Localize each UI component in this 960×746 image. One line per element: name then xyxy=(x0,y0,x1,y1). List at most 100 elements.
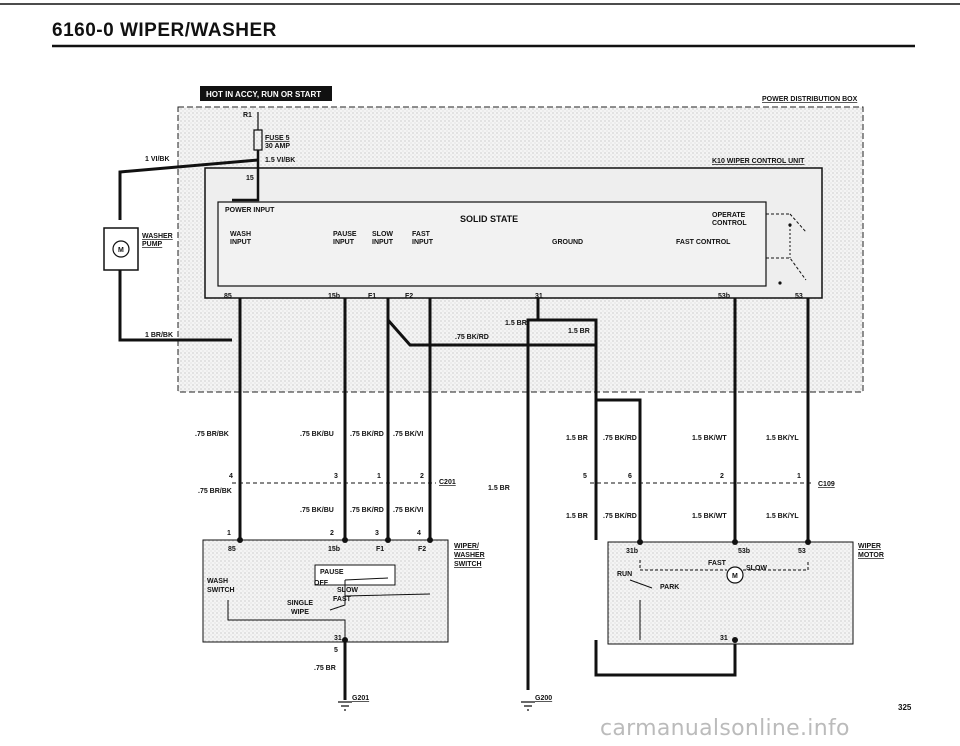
wire-label-bk-wt: 1.5 BK/WT xyxy=(692,435,727,442)
wire-label-bk-rd-2: .75 BK/RD xyxy=(350,507,384,514)
fuse-amp-label: 30 AMP xyxy=(265,143,290,150)
power-input-label: POWER INPUT xyxy=(225,207,275,214)
switch-pin-31: 31 xyxy=(334,635,342,642)
g201-label: G201 xyxy=(352,695,369,702)
wire-1-vi-bk xyxy=(118,158,259,220)
fuse-5-symbol xyxy=(253,112,263,151)
switch-pin-1: 1 xyxy=(227,530,231,537)
wire-1-br-bk xyxy=(118,270,232,342)
wash-input-label-1: WASH xyxy=(230,231,251,238)
r1-label: R1 xyxy=(243,112,252,119)
wash-switch-label-2: SWITCH xyxy=(207,587,235,594)
switch-pin-85: 85 xyxy=(228,546,236,553)
pin-15b: 15b xyxy=(328,293,340,300)
pin-f2: F2 xyxy=(405,293,413,300)
fast-relay-contact xyxy=(766,257,807,281)
page-title: 6160-0 WIPER/WASHER xyxy=(52,20,277,41)
wiper-switch-label-3: SWITCH xyxy=(454,561,482,568)
operate-control-label-1: OPERATE xyxy=(712,212,746,219)
switch-pin-4: 4 xyxy=(417,530,421,537)
switch-pin-15b: 15b xyxy=(328,546,340,553)
switch-ground-wire-label: .75 BR xyxy=(314,665,336,672)
hot-banner xyxy=(200,86,332,101)
single-wipe-label-1: SINGLE xyxy=(287,600,313,607)
wiper-switch-label-2: WASHER xyxy=(454,552,485,559)
switch-common-contact xyxy=(329,580,346,611)
washer-pump-motor-letter: M xyxy=(118,247,124,254)
wash-input-label-2: INPUT xyxy=(230,239,252,246)
wire-label-br-bk: .75 BR/BK xyxy=(195,431,229,438)
solid-state-label: SOLID STATE xyxy=(460,214,518,224)
c109-label: C109 xyxy=(818,481,835,488)
switch-pin-f1: F1 xyxy=(376,546,384,553)
fast-input-label-2: INPUT xyxy=(412,239,434,246)
switch-pin-2: 2 xyxy=(330,530,334,537)
pause-input-label-2: INPUT xyxy=(333,239,355,246)
switch-off: OFF xyxy=(314,580,329,587)
c201-pin-3: 3 xyxy=(334,473,338,480)
motor-pin-53b: 53b xyxy=(738,548,750,555)
motor-pin-53: 53 xyxy=(798,548,806,555)
junction-dots xyxy=(237,537,811,643)
c109-pin-6: 6 xyxy=(628,473,632,480)
motor-park: PARK xyxy=(660,584,679,591)
pump-wire-out-label: 1 BR/BK xyxy=(145,332,173,339)
wire-label-br-upper: 1.5 BR xyxy=(505,320,527,327)
wiper-motor-icon xyxy=(726,566,744,584)
g200-ground-icon xyxy=(521,701,535,711)
wire-label-bk-yl: 1.5 BK/YL xyxy=(766,435,799,442)
switch-pause: PAUSE xyxy=(320,569,344,576)
wire-label-bk-rd: .75 BK/RD xyxy=(350,431,384,438)
pin-85: 85 xyxy=(224,293,232,300)
wire-label-br-2: 1.5 BR xyxy=(566,513,588,520)
wash-switch-label-1: WASH xyxy=(207,578,228,585)
wire-label-bk-yl-2: 1.5 BK/YL xyxy=(766,513,799,520)
ground-label: GROUND xyxy=(552,239,583,246)
motor-internal-wiring xyxy=(639,560,809,571)
washer-pump-label-1: WASHER xyxy=(142,233,173,240)
switch-pin-f2: F2 xyxy=(418,546,426,553)
pin-f1: F1 xyxy=(368,293,376,300)
c201-pin-2: 2 xyxy=(420,473,424,480)
wire-label-br-bk-2: .75 BR/BK xyxy=(198,488,232,495)
slow-input-label-1: SLOW xyxy=(372,231,393,238)
c201-pin-4: 4 xyxy=(229,473,233,480)
wire-label-bk-rd-upper: .75 BK/RD xyxy=(455,334,489,341)
wire-label-br: 1.5 BR xyxy=(566,435,588,442)
wire-label-bk-wt-2: 1.5 BK/WT xyxy=(692,513,727,520)
switch-fast: FAST xyxy=(333,596,352,603)
wiper-motor xyxy=(607,541,854,645)
fuse-wire-label: 1.5 VI/BK xyxy=(265,157,295,164)
harness-wires xyxy=(238,298,810,690)
switch-slow: SLOW xyxy=(337,587,358,594)
wire-label-bk-bu-2: .75 BK/BU xyxy=(300,507,334,514)
solid-state-module xyxy=(217,201,767,287)
c201-label: C201 xyxy=(439,479,456,486)
motor-slow: SLOW xyxy=(746,565,767,572)
fuse-label: FUSE 5 xyxy=(265,135,290,142)
wire-label-bk-vi-2: .75 BK/VI xyxy=(393,507,423,514)
pin-53: 53 xyxy=(795,293,803,300)
wire-label-bk-vi: .75 BK/VI xyxy=(393,431,423,438)
hot-banner-text: HOT IN ACCY, RUN OR START xyxy=(206,90,321,99)
pin-53b: 53b xyxy=(718,293,730,300)
operate-control-label-2: CONTROL xyxy=(712,220,747,227)
power-distribution-box-title: POWER DISTRIBUTION BOX xyxy=(762,96,858,103)
motor-run: RUN xyxy=(617,571,632,578)
operate-relay-contact xyxy=(766,213,807,233)
switch-position-box xyxy=(314,564,396,586)
switch-pin-5: 5 xyxy=(334,647,338,654)
wire-label-br-upper-2: 1.5 BR xyxy=(568,328,590,335)
wiper-motor-label-2: MOTOR xyxy=(858,552,884,559)
wire-label-bk-rd-right-2: .75 BK/RD xyxy=(603,513,637,520)
single-wipe-label-2: WIPE xyxy=(291,609,309,616)
washer-pump-label-2: PUMP xyxy=(142,241,163,248)
c109-pin-2: 2 xyxy=(720,473,724,480)
slow-input-label-2: INPUT xyxy=(372,239,394,246)
pause-input-label-1: PAUSE xyxy=(333,231,357,238)
pin-15-label: 15 xyxy=(246,175,254,182)
c109-pin-5: 5 xyxy=(583,473,587,480)
motor-park-contact xyxy=(629,579,653,640)
wire-power-input xyxy=(232,150,260,202)
